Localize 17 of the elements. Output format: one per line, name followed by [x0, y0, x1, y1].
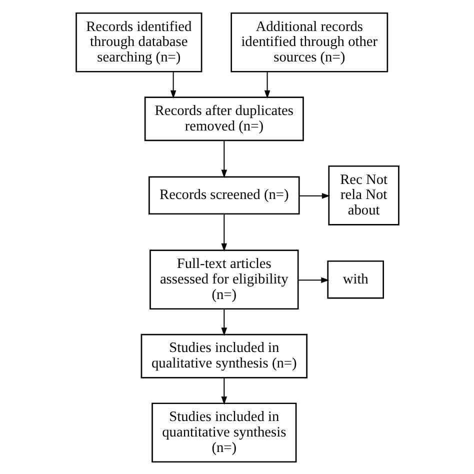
- node-box: Records after duplicates removed (n=): [144, 96, 304, 141]
- node-box: Full-text articles assessed for eligibility (n=): [149, 249, 298, 310]
- node-box: Additional records identified through other sources (n=): [230, 12, 388, 72]
- arrow: [298, 192, 330, 198]
- arrow: [298, 276, 329, 282]
- node-box: Studies included in quantitative synthesis (n=): [151, 402, 296, 462]
- arrow: [220, 140, 227, 178]
- arrow: [264, 71, 270, 98]
- arrow: [220, 377, 227, 404]
- node-box: Records identified through database searching (n=): [75, 12, 202, 72]
- arrow: [220, 214, 227, 252]
- node-box: with: [326, 260, 384, 298]
- node-box: Studies included in qualitative synthesis (n=): [140, 333, 307, 378]
- node-box: Rec Not rela Not about: [328, 164, 399, 225]
- node-box: Records screened (n=): [148, 176, 300, 214]
- arrow: [170, 71, 176, 98]
- arrow: [220, 308, 227, 336]
